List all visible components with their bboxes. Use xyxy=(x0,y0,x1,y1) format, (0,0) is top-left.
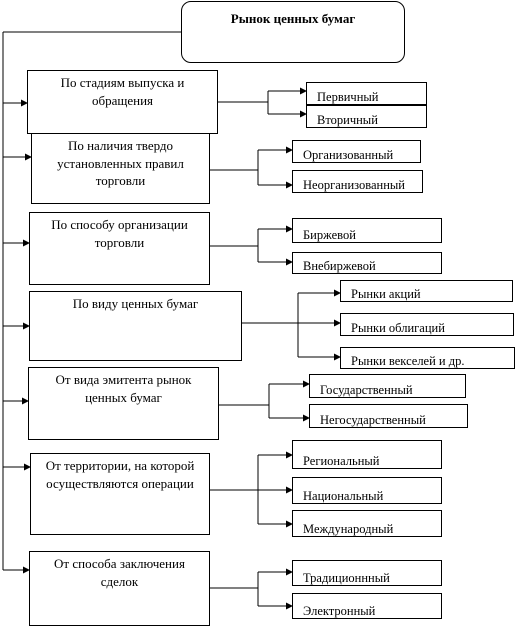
option-box: Внебиржевой xyxy=(292,252,442,274)
category-label: По наличия твердо установленных правил т… xyxy=(57,138,184,189)
option-label: Рынки векселей и др. xyxy=(351,354,465,368)
option-box: Рынки облигаций xyxy=(340,313,514,336)
category-stage-box: По стадиям выпуска и обращения xyxy=(27,70,218,134)
option-label: Международный xyxy=(303,522,394,536)
category-deals-box: От способа заключения сделок xyxy=(29,551,210,626)
option-label: Национальный xyxy=(303,489,384,503)
option-label: Рынки облигаций xyxy=(351,321,445,335)
option-box: Неорганизованный xyxy=(292,170,423,193)
category-label: От способа заключения сделок xyxy=(54,556,185,589)
option-label: Неорганизованный xyxy=(303,178,405,192)
root-title: Рынок ценных бумаг xyxy=(230,11,356,26)
option-label: Внебиржевой xyxy=(303,259,376,273)
category-securities-type-box: По виду ценных бумаг xyxy=(29,291,242,361)
option-label: Традиционнный xyxy=(303,571,390,585)
option-label: Государственный xyxy=(320,383,413,397)
option-label: Рынки акций xyxy=(351,287,421,301)
option-box: Международный xyxy=(292,510,442,537)
option-label: Негосударственный xyxy=(320,413,426,427)
option-box: Электронный xyxy=(292,593,442,619)
option-label: Региональный xyxy=(303,454,380,468)
category-territory-box: От территории, на которой осуществляются… xyxy=(30,453,210,535)
option-box: Традиционнный xyxy=(292,560,442,586)
option-box: Региональный xyxy=(292,440,442,469)
category-rules-box: По наличия твердо установленных правил т… xyxy=(31,133,210,204)
option-label: Организованный xyxy=(303,148,394,162)
category-label: По способу организации торговли xyxy=(51,217,188,250)
category-organization-box: По способу организации торговли xyxy=(29,212,210,285)
category-label: От территории, на которой осуществляются… xyxy=(45,458,195,491)
option-box: Государственный xyxy=(309,374,466,398)
option-box: Первичный xyxy=(306,82,427,105)
option-box: Организованный xyxy=(292,140,421,163)
category-label: От вида эмитента рынок ценных бумаг xyxy=(55,372,192,405)
option-box: Рынки векселей и др. xyxy=(340,347,515,369)
category-label: По стадиям выпуска и обращения xyxy=(60,75,185,108)
option-label: Первичный xyxy=(317,90,379,104)
option-box: Биржевой xyxy=(292,218,442,243)
option-box: Рынки акций xyxy=(340,280,513,302)
root-box: Рынок ценных бумаг xyxy=(181,1,405,63)
option-box: Негосударственный xyxy=(309,404,468,428)
category-issuer-box: От вида эмитента рынок ценных бумаг xyxy=(28,367,219,440)
option-label: Биржевой xyxy=(303,228,356,242)
option-box: Национальный xyxy=(292,477,442,504)
option-label: Электронный xyxy=(303,604,376,618)
option-box: Вторичный xyxy=(306,105,427,128)
option-label: Вторичный xyxy=(317,113,378,127)
category-label: По виду ценных бумаг xyxy=(72,296,199,311)
